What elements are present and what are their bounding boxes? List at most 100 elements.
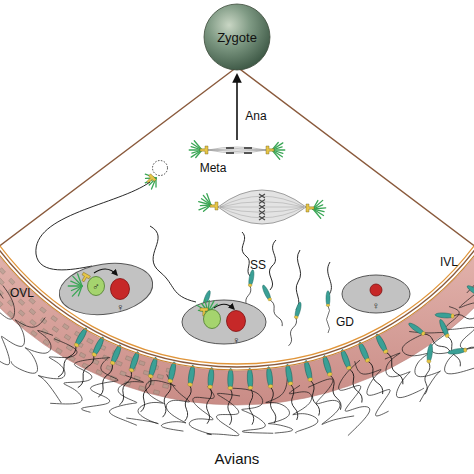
sperm-head — [407, 321, 425, 336]
sperm-tail — [242, 232, 250, 276]
sperm-midpiece — [294, 315, 298, 319]
sperm-midpiece — [168, 379, 173, 384]
sex-symbol: ♂ — [92, 282, 100, 292]
sperm-midpiece — [148, 374, 154, 379]
chromosome — [244, 147, 252, 149]
brick-mark — [120, 371, 127, 376]
sperm-midpiece — [187, 382, 192, 386]
sperm-tail — [347, 368, 363, 403]
egg-sector — [0, 67, 474, 367]
germinal-disc-oval: GD♀ — [330, 270, 420, 328]
layer-label: IVL — [440, 256, 458, 268]
spindle-fiber — [208, 150, 266, 151]
sperm-cell — [138, 357, 158, 413]
spindle-body — [218, 190, 306, 224]
fiber-line — [459, 294, 474, 346]
layer-label: OVL — [10, 287, 34, 299]
fiber-line — [189, 387, 214, 435]
brick-mark — [40, 318, 47, 324]
sperm-cell — [286, 302, 302, 347]
sperm-midpiece — [326, 304, 330, 307]
male-pronucleus — [204, 310, 221, 329]
stage-label: Meta — [200, 162, 227, 174]
sperm-label: SS — [250, 259, 266, 271]
sperm-head — [247, 368, 253, 389]
spindle-fiber — [220, 202, 304, 207]
sperm-tail — [161, 382, 172, 418]
sperm-tail — [56, 345, 77, 378]
fiber-line — [446, 307, 474, 349]
brick-mark — [87, 338, 94, 344]
brick-mark — [153, 390, 159, 395]
sperm-cell — [447, 342, 474, 355]
sperm-tail — [150, 226, 196, 302]
sperm-midpiece — [110, 360, 116, 365]
brick-mark — [9, 278, 15, 285]
female-pronucleus — [227, 311, 246, 332]
ivl-line — [0, 237, 474, 364]
sperm-cell — [374, 333, 405, 386]
brick-mark — [40, 307, 47, 313]
sex-symbol: ♀ — [232, 335, 240, 346]
sperm-cell — [285, 364, 300, 421]
sperm-tail — [139, 377, 153, 413]
sperm-tail — [36, 182, 150, 270]
brick-mark — [62, 324, 69, 330]
aster — [199, 194, 211, 212]
sperm-head — [466, 284, 474, 298]
fiber-line — [233, 388, 274, 433]
fiber-line — [11, 330, 53, 373]
zygote-circle: Zygote — [203, 3, 271, 71]
female-pronucleus — [370, 284, 382, 296]
sperm-head — [294, 302, 303, 319]
brick-mark — [18, 299, 25, 305]
sperm-cell — [182, 365, 196, 422]
sperm-cell — [247, 368, 255, 425]
centrosome-mark — [266, 146, 274, 154]
fiber-line — [339, 360, 370, 435]
zygote-outline — [204, 4, 270, 70]
brick-mark — [51, 316, 58, 322]
sperm-cell — [266, 367, 277, 424]
sperm-midpiece — [74, 342, 80, 348]
centrosome — [200, 146, 208, 154]
fiber-line — [82, 357, 119, 412]
centrosome — [145, 174, 156, 185]
sperm-tail — [269, 240, 276, 290]
brick-mark — [18, 310, 25, 316]
sperm-tail — [76, 355, 96, 389]
sperm-cell — [227, 368, 234, 425]
chromosome — [259, 211, 265, 215]
germinal-disc-oval: ♀ — [180, 298, 268, 346]
spindle-fiber — [220, 207, 304, 212]
sperm-cell — [422, 344, 433, 395]
sperm-tail — [296, 250, 301, 310]
spindle-fiber — [208, 149, 266, 151]
sperm-head — [326, 291, 330, 307]
sperm-tail — [183, 385, 192, 421]
brick-mark — [0, 278, 4, 285]
sperm-head — [426, 344, 433, 363]
fiber-line — [38, 339, 77, 403]
brick-mark — [139, 361, 145, 366]
fiber-line — [355, 361, 390, 416]
fiber-line — [308, 379, 354, 425]
sperm-tail — [205, 388, 212, 424]
aster-ray — [78, 274, 82, 286]
brick-mark — [29, 309, 36, 315]
sperm-midpiece — [463, 348, 467, 353]
fiber-line — [266, 378, 293, 433]
sperm-cell — [435, 312, 474, 320]
oval-outline — [342, 275, 410, 313]
polar-body-outline — [153, 161, 168, 176]
metaphase-spindle — [199, 190, 326, 224]
centrosome — [306, 204, 314, 212]
sperm-head — [248, 269, 255, 286]
sperm-midpiece — [451, 314, 455, 319]
migration-arrow — [214, 304, 234, 309]
spindle-fiber — [208, 147, 266, 150]
node-shape — [58, 262, 154, 316]
chromosome — [226, 152, 234, 154]
sperm-tail — [328, 375, 342, 411]
sperm-head — [438, 319, 450, 338]
